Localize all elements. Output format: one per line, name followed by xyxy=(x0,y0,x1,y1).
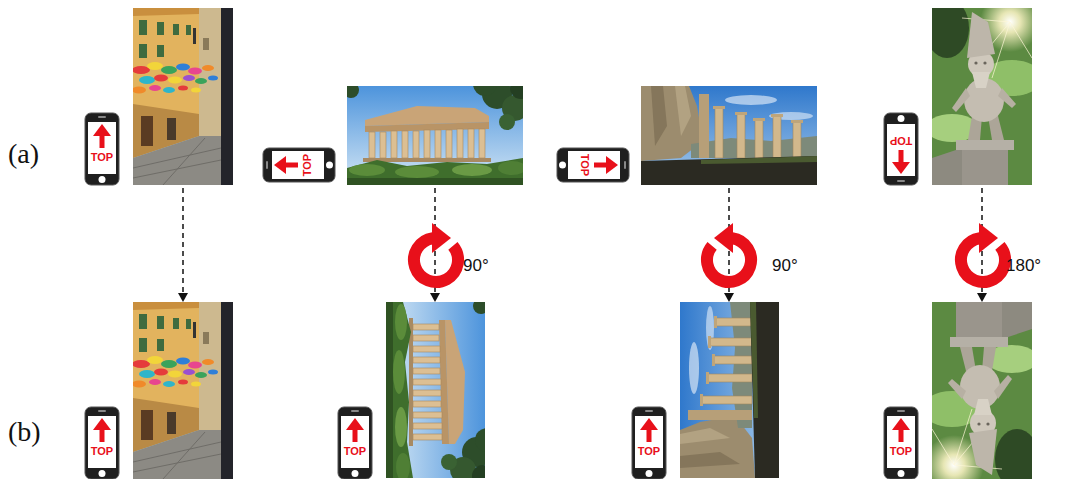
phone-speaker xyxy=(624,161,626,169)
up-arrow xyxy=(100,134,105,148)
rotated-photo xyxy=(386,298,499,479)
orientation-label: TOP xyxy=(887,445,915,457)
up-arrow xyxy=(899,428,904,442)
photo xyxy=(641,86,817,185)
phone-speaker xyxy=(897,180,905,182)
rotated-photo xyxy=(680,302,779,478)
phone-body xyxy=(884,113,918,185)
photo xyxy=(132,302,233,479)
phone-outline xyxy=(84,112,120,186)
rotation-arrow xyxy=(414,223,458,282)
orientation-label: TOP xyxy=(301,151,313,179)
up-arrow xyxy=(93,124,111,136)
phone-body xyxy=(263,148,335,182)
arrow-head xyxy=(430,293,440,302)
orientation-label: TOP xyxy=(635,445,663,457)
photo xyxy=(925,0,1042,185)
home-button xyxy=(326,162,333,169)
phone-speaker xyxy=(98,116,106,118)
home-button xyxy=(99,470,106,477)
up-arrow xyxy=(93,418,111,430)
phone-speaker xyxy=(645,410,653,412)
panel-label: (a) xyxy=(8,138,39,170)
up-arrow xyxy=(100,428,105,442)
arrow-head xyxy=(724,293,734,302)
arrow-head xyxy=(977,293,987,302)
up-arrow xyxy=(353,428,358,442)
phone-body xyxy=(884,407,918,479)
orientation-label: TOP xyxy=(341,445,369,457)
arrow-head xyxy=(178,293,188,302)
rotation-arrow xyxy=(707,223,751,282)
flow-arrow xyxy=(182,188,184,295)
phone-screen xyxy=(341,416,369,468)
phone-speaker xyxy=(266,161,268,169)
up-arrow xyxy=(640,418,658,430)
orientation-label: TOP xyxy=(88,151,116,163)
phone-body xyxy=(85,113,119,185)
flow-arrow xyxy=(183,188,982,295)
phone-speaker xyxy=(98,410,106,412)
phone-outline xyxy=(337,406,373,479)
angle-label: 180° xyxy=(1006,256,1041,276)
phone-screen xyxy=(887,124,915,176)
photo xyxy=(343,72,532,185)
up-arrow xyxy=(594,163,608,168)
photo xyxy=(132,8,233,185)
phone-icon: TOP xyxy=(262,147,336,183)
phone-icon: TOP xyxy=(556,147,630,183)
phone-outline xyxy=(883,406,919,479)
angle-label: 90° xyxy=(772,256,798,276)
phone-screen xyxy=(88,416,116,468)
up-arrow xyxy=(606,156,618,174)
phone-body xyxy=(338,407,372,479)
phone-speaker xyxy=(351,410,359,412)
home-button xyxy=(99,176,106,183)
phone-outline xyxy=(556,147,630,183)
home-button xyxy=(898,470,905,477)
phone-screen xyxy=(272,151,324,179)
orientation-label: TOP xyxy=(887,135,915,147)
up-arrow xyxy=(892,162,910,174)
phone-outline xyxy=(883,112,919,186)
phone-body xyxy=(85,407,119,479)
up-arrow xyxy=(892,418,910,430)
phone-icon: TOP xyxy=(631,406,667,479)
up-arrow xyxy=(346,418,364,430)
phone-icon: TOP xyxy=(84,406,120,479)
up-arrow xyxy=(899,150,904,164)
home-button xyxy=(898,115,905,122)
phone-outline xyxy=(262,147,336,183)
angle-label: 90° xyxy=(463,256,489,276)
phone-outline xyxy=(631,406,667,479)
phone-screen xyxy=(635,416,663,468)
phone-screen xyxy=(88,122,116,174)
home-button xyxy=(559,162,566,169)
orientation-label: TOP xyxy=(88,445,116,457)
rotated-photo xyxy=(922,302,1039,479)
up-arrow xyxy=(274,156,286,174)
arrow-head xyxy=(178,293,987,302)
home-button xyxy=(352,470,359,477)
phone-body xyxy=(632,407,666,479)
phone-screen xyxy=(887,416,915,468)
phone-body xyxy=(557,148,629,182)
phone-icon: TOP xyxy=(883,112,919,186)
phone-icon: TOP xyxy=(337,406,373,479)
phone-outline xyxy=(84,406,120,479)
phone-speaker xyxy=(897,410,905,412)
home-button xyxy=(646,470,653,477)
orientation-label: TOP xyxy=(579,151,591,179)
phone-icon: TOP xyxy=(883,406,919,479)
phone-screen xyxy=(568,151,620,179)
panel-label: (b) xyxy=(8,416,41,448)
rotation-arrow xyxy=(961,223,1005,282)
phone-icon: TOP xyxy=(84,112,120,186)
up-arrow xyxy=(284,163,298,168)
up-arrow xyxy=(647,428,652,442)
